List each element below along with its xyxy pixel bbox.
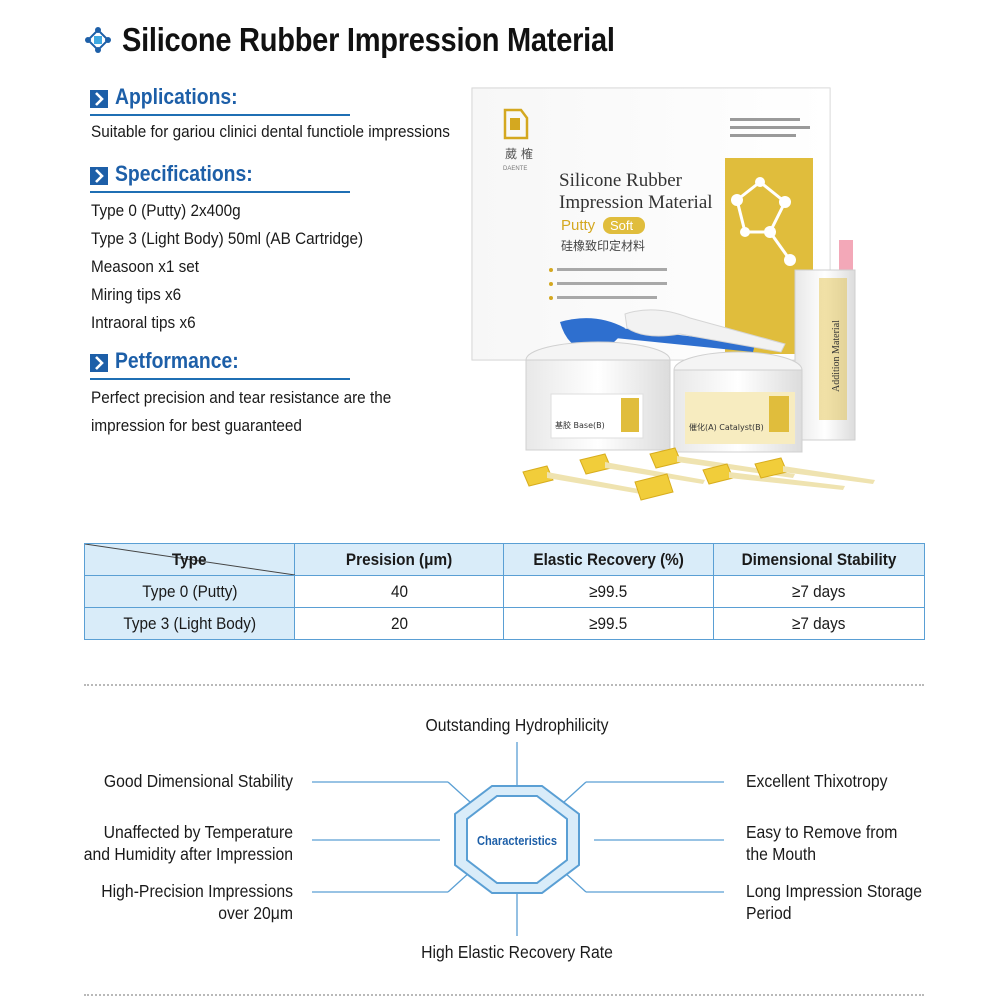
table-row: Type 3 (Light Body) 20 ≥99.5 ≥7 days [84, 607, 925, 640]
diagonal-line [85, 544, 295, 575]
table-row: Type 0 (Putty) 40 ≥99.5 ≥7 days [84, 575, 925, 608]
spec-line: Measoon x1 set [91, 257, 200, 276]
box-spec-lines [549, 268, 667, 300]
title-text: Silicone Rubber Impression Material [122, 21, 615, 58]
applications-line: Suitable for gariou clinici dental funct… [91, 122, 450, 141]
box-title-2: Impression Material [559, 192, 713, 213]
applications-label: Applications: [115, 84, 238, 109]
brand-cn: 葳 榷 [505, 146, 533, 161]
box-title-1: Silicone Rubber [559, 170, 683, 191]
table-header: Type [84, 543, 295, 576]
page-title: Silicone Rubber Impression Material [84, 18, 682, 62]
performance-line: Perfect precision and tear resistance ar… [91, 388, 392, 407]
box-cn-name: 硅橡致印定材料 [561, 238, 645, 253]
specifications-label: Specifications: [115, 161, 253, 186]
char-left-1: Good Dimensional Stability [103, 771, 293, 791]
char-right-1: Excellent Thixotropy [746, 771, 888, 791]
base-jar: 基胶 Base(B) [525, 341, 671, 451]
spec-line: Intraoral tips x6 [91, 313, 196, 332]
jar-base-label: 基胶 Base(B) [555, 420, 605, 430]
table-cell: Type 3 (Light Body) [84, 607, 295, 640]
characteristics-center: Characteristics [477, 834, 557, 848]
characteristics-diagram: Characteristics [312, 742, 724, 936]
divider [84, 684, 924, 686]
jar-catalyst-label: 催化(A) Catalyst(B) [689, 422, 764, 432]
soft-label: Soft [610, 218, 634, 233]
table-cell: ≥99.5 [503, 575, 714, 608]
performance-label: Petformance: [115, 348, 239, 373]
table-cell: 40 [294, 575, 504, 608]
char-right-2: Easy to Remove from the Mouth [746, 822, 898, 864]
cartridge: Addition Material [794, 240, 856, 441]
box-fine-print [730, 118, 810, 137]
table-header: Elastic Recovery (%) [503, 543, 714, 576]
performance-line: impression for best guaranteed [91, 416, 302, 435]
molecule-icon [85, 27, 111, 53]
brand-en: DAENTE [503, 166, 527, 172]
char-right-3: Long Impression Storage Period [746, 881, 922, 923]
table-header-row: Type Presision (μm) Elastic Recovery (%)… [84, 543, 925, 576]
table-cell: 20 [294, 607, 504, 640]
char-left-2: Unaffected by Temperature and Humidity a… [83, 822, 293, 864]
table-cell: Type 0 (Putty) [84, 575, 295, 608]
applications-heading: Applications: [90, 84, 350, 116]
char-top-label: Outstanding Hydrophilicity [425, 715, 609, 735]
mixing-tips [522, 447, 875, 501]
product-photo: 葳 榷 DAENTE Silicone Rubber Impression Ma… [471, 87, 875, 501]
divider [84, 994, 924, 996]
spec-line: Type 0 (Putty) 2x400g [91, 201, 241, 220]
char-bottom-label: High Elastic Recovery Rate [421, 942, 613, 962]
chevron-right-icon [90, 167, 108, 185]
spec-line: Miring tips x6 [91, 285, 182, 304]
char-left-3: High-Precision Impressions over 20μm [101, 881, 293, 923]
specifications-heading: Specifications: [90, 161, 350, 193]
table-header: Dimensional Stability [713, 543, 925, 576]
table-cell: ≥7 days [713, 575, 925, 608]
catalyst-jar: 催化(A) Catalyst(B) [673, 351, 803, 453]
connector-lines [312, 742, 724, 936]
spec-table: Type Presision (μm) Elastic Recovery (%)… [84, 543, 925, 640]
performance-heading: Petformance: [90, 348, 350, 380]
putty-label: Putty [561, 217, 596, 234]
cartridge-text: Addition Material [831, 320, 842, 392]
table-header: Presision (μm) [294, 543, 504, 576]
spec-line: Type 3 (Light Body) 50ml (AB Cartridge) [91, 229, 364, 248]
chevron-right-icon [90, 90, 108, 108]
chevron-right-icon [90, 354, 108, 372]
table-cell: ≥99.5 [503, 607, 714, 640]
table-cell: ≥7 days [713, 607, 925, 640]
brand-logo [503, 108, 529, 140]
octagon-inner [466, 795, 568, 884]
